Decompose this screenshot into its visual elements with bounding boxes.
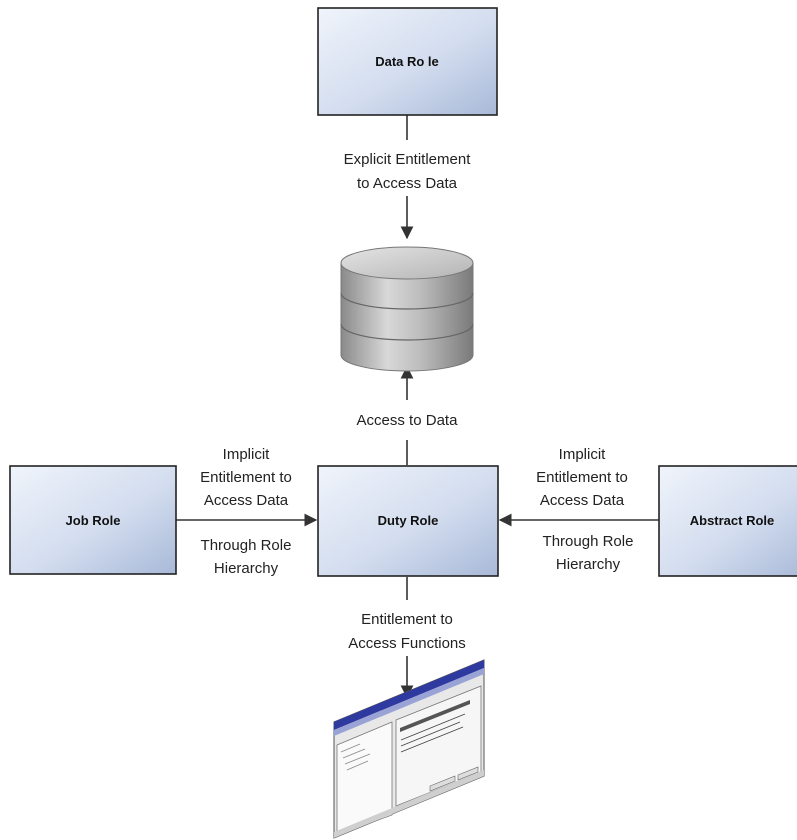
- job-role-label: Job Role: [66, 513, 121, 528]
- hierarchy-right-line2: Hierarchy: [556, 556, 621, 573]
- duty-role-node: Duty Role: [317, 465, 499, 577]
- functions-label-line1: Entitlement to: [361, 611, 453, 628]
- implicit-right-line1: Implicit: [559, 446, 607, 463]
- connectors: [176, 115, 659, 699]
- job-role-node: Job Role: [9, 465, 177, 575]
- functions-label-line2: Access Functions: [348, 635, 466, 652]
- data-role-box: [317, 7, 498, 116]
- duty-role-label: Duty Role: [378, 513, 439, 528]
- implicit-left-line2: Entitlement to: [200, 469, 292, 486]
- data-role-label: Data Ro le: [375, 54, 439, 69]
- hierarchy-left-line1: Through Role: [201, 537, 292, 554]
- database-cylinder-icon: [340, 246, 474, 372]
- job-role-box: [9, 465, 177, 575]
- abstract-role-node: Abstract Role: [658, 465, 797, 577]
- implicit-right-line2: Entitlement to: [536, 469, 628, 486]
- hierarchy-left-line2: Hierarchy: [214, 560, 279, 577]
- explicit-entitlement-label-line2: to Access Data: [357, 175, 458, 192]
- abstract-role-box: [658, 465, 797, 577]
- access-to-data-label: Access to Data: [357, 412, 459, 429]
- hierarchy-right-line1: Through Role: [543, 533, 634, 550]
- data-role-node: Data Ro le: [317, 7, 498, 116]
- abstract-role-label: Abstract Role: [690, 513, 775, 528]
- implicit-left-line3: Access Data: [204, 492, 289, 509]
- implicit-left-line1: Implicit: [223, 446, 271, 463]
- implicit-right-line3: Access Data: [540, 492, 625, 509]
- application-window-icon: [333, 659, 485, 839]
- explicit-entitlement-label-line1: Explicit Entitlement: [344, 151, 472, 168]
- duty-role-box: [317, 465, 499, 577]
